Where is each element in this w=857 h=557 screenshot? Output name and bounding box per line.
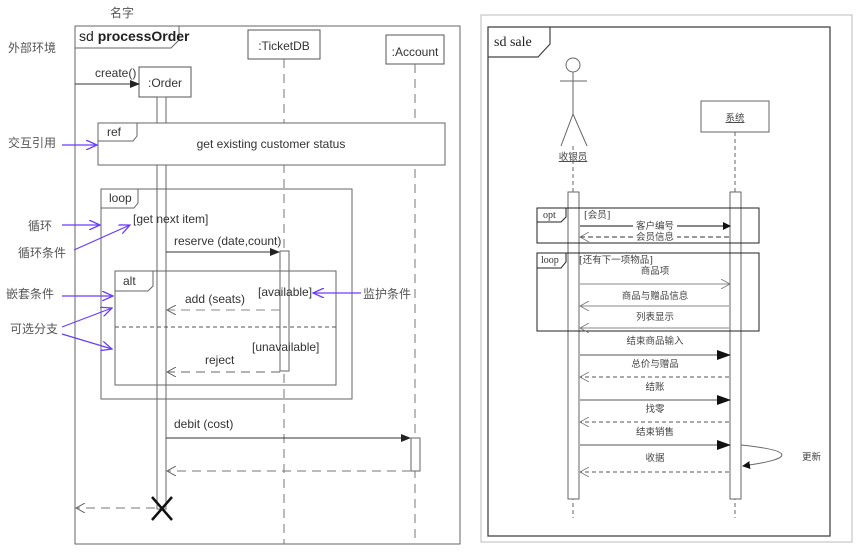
lifeline-ticketdb-label: :TicketDB bbox=[258, 39, 310, 53]
alt-fragment bbox=[114, 270, 337, 386]
annotation-arrow-alt-1 bbox=[61, 308, 112, 328]
ref-tab bbox=[98, 123, 138, 142]
frame-name: processOrder bbox=[98, 28, 190, 44]
annotation-external: 外部环境 bbox=[8, 40, 56, 55]
alt-tag: alt bbox=[123, 274, 136, 288]
annotation-arrow-loop-cond bbox=[73, 225, 130, 251]
destroy-icon bbox=[151, 496, 173, 521]
activation-ticketdb bbox=[279, 250, 290, 372]
annotation-arrow-alt-2 bbox=[61, 333, 112, 349]
loop-fragment-sale bbox=[536, 252, 760, 332]
annotation-ref: 交互引用 bbox=[8, 135, 56, 150]
lifeline-account-head bbox=[385, 34, 445, 65]
message-end-input-label: 结束商品输入 bbox=[626, 335, 684, 347]
message-checkout-label: 结账 bbox=[645, 381, 665, 393]
opt-tag: opt bbox=[543, 210, 556, 221]
message-end-sale-label: 结束销售 bbox=[636, 426, 674, 438]
lifeline-ticketdb-head bbox=[247, 29, 321, 60]
message-item-info-label: 商品与赠品信息 bbox=[622, 290, 689, 302]
message-item-label: 商品项 bbox=[641, 265, 670, 277]
opt-guard: [会员] bbox=[584, 209, 610, 221]
frame-process-order bbox=[74, 25, 461, 545]
sale-outer-border bbox=[480, 14, 853, 543]
alt-guard-unavailable: [unavailable] bbox=[252, 340, 319, 354]
frame-sale-tab bbox=[488, 27, 551, 58]
activation-cashier bbox=[567, 191, 580, 500]
lifeline-account-label: :Account bbox=[392, 45, 439, 59]
annotation-loop-cond: 循环条件 bbox=[18, 246, 66, 260]
opt-fragment bbox=[536, 207, 760, 244]
system-label: 系统 bbox=[725, 112, 745, 124]
self-message-update-label: 更新 bbox=[802, 451, 822, 463]
alt-tab bbox=[115, 271, 154, 292]
label-bg bbox=[633, 220, 677, 231]
annotation-loop: 循环 bbox=[28, 219, 52, 233]
message-member-info-label: 会员信息 bbox=[636, 231, 674, 243]
system-lifeline-head bbox=[700, 100, 770, 133]
frame-title: sd processOrder bbox=[79, 28, 190, 44]
ref-tag: ref bbox=[107, 125, 122, 139]
opt-tab bbox=[537, 208, 567, 223]
loop-tag: loop bbox=[109, 191, 132, 205]
actor-icon bbox=[560, 57, 588, 147]
sale-diagram: sd sale 收银员 系统 opt [会员] 客户编号 会员信息 bbox=[480, 14, 853, 543]
lifeline-order-label: :Order bbox=[148, 76, 182, 90]
loop-tab-sale bbox=[537, 253, 567, 269]
annotation-nested: 嵌套条件 bbox=[6, 287, 54, 301]
message-create-label: create() bbox=[95, 66, 136, 80]
ref-text: get existing customer status bbox=[197, 137, 346, 151]
loop-guard-sale: [还有下一项物品] bbox=[579, 254, 653, 266]
frame-tab bbox=[75, 26, 180, 49]
message-change-label: 找零 bbox=[645, 403, 665, 415]
message-customer-id-label: 客户编号 bbox=[636, 220, 674, 232]
process-order-diagram: 名字 sd processOrder :Order :TicketDB :Acc… bbox=[6, 5, 461, 545]
alt-guard-available: [available] bbox=[258, 285, 312, 299]
message-debit-label: debit (cost) bbox=[174, 417, 233, 431]
loop-fragment bbox=[100, 188, 353, 400]
message-reserve-label: reserve (date,count) bbox=[174, 234, 281, 248]
loop-guard: [get next item] bbox=[133, 212, 208, 226]
frame-keyword: sd bbox=[79, 28, 94, 44]
message-receipt-label: 收据 bbox=[645, 452, 665, 464]
self-message-update bbox=[740, 444, 783, 469]
annotation-guard: 监护条件 bbox=[363, 287, 411, 301]
frame-sale-title: sd sale bbox=[494, 35, 532, 50]
message-total-label: 总价与赠品 bbox=[631, 358, 679, 370]
frame-sale bbox=[487, 26, 831, 537]
annotation-alternatives: 可选分支 bbox=[10, 322, 58, 336]
name-annotation: 名字 bbox=[110, 5, 134, 20]
activation-account bbox=[410, 437, 421, 472]
message-reject-label: reject bbox=[205, 353, 235, 367]
message-add-label: add (seats) bbox=[185, 292, 245, 306]
loop-tab bbox=[101, 189, 139, 209]
activation-system bbox=[729, 191, 742, 500]
ref-fragment bbox=[97, 122, 446, 166]
label-bg bbox=[633, 231, 677, 242]
loop-tag-sale: loop bbox=[541, 255, 559, 266]
message-list-display-label: 列表显示 bbox=[636, 311, 674, 323]
